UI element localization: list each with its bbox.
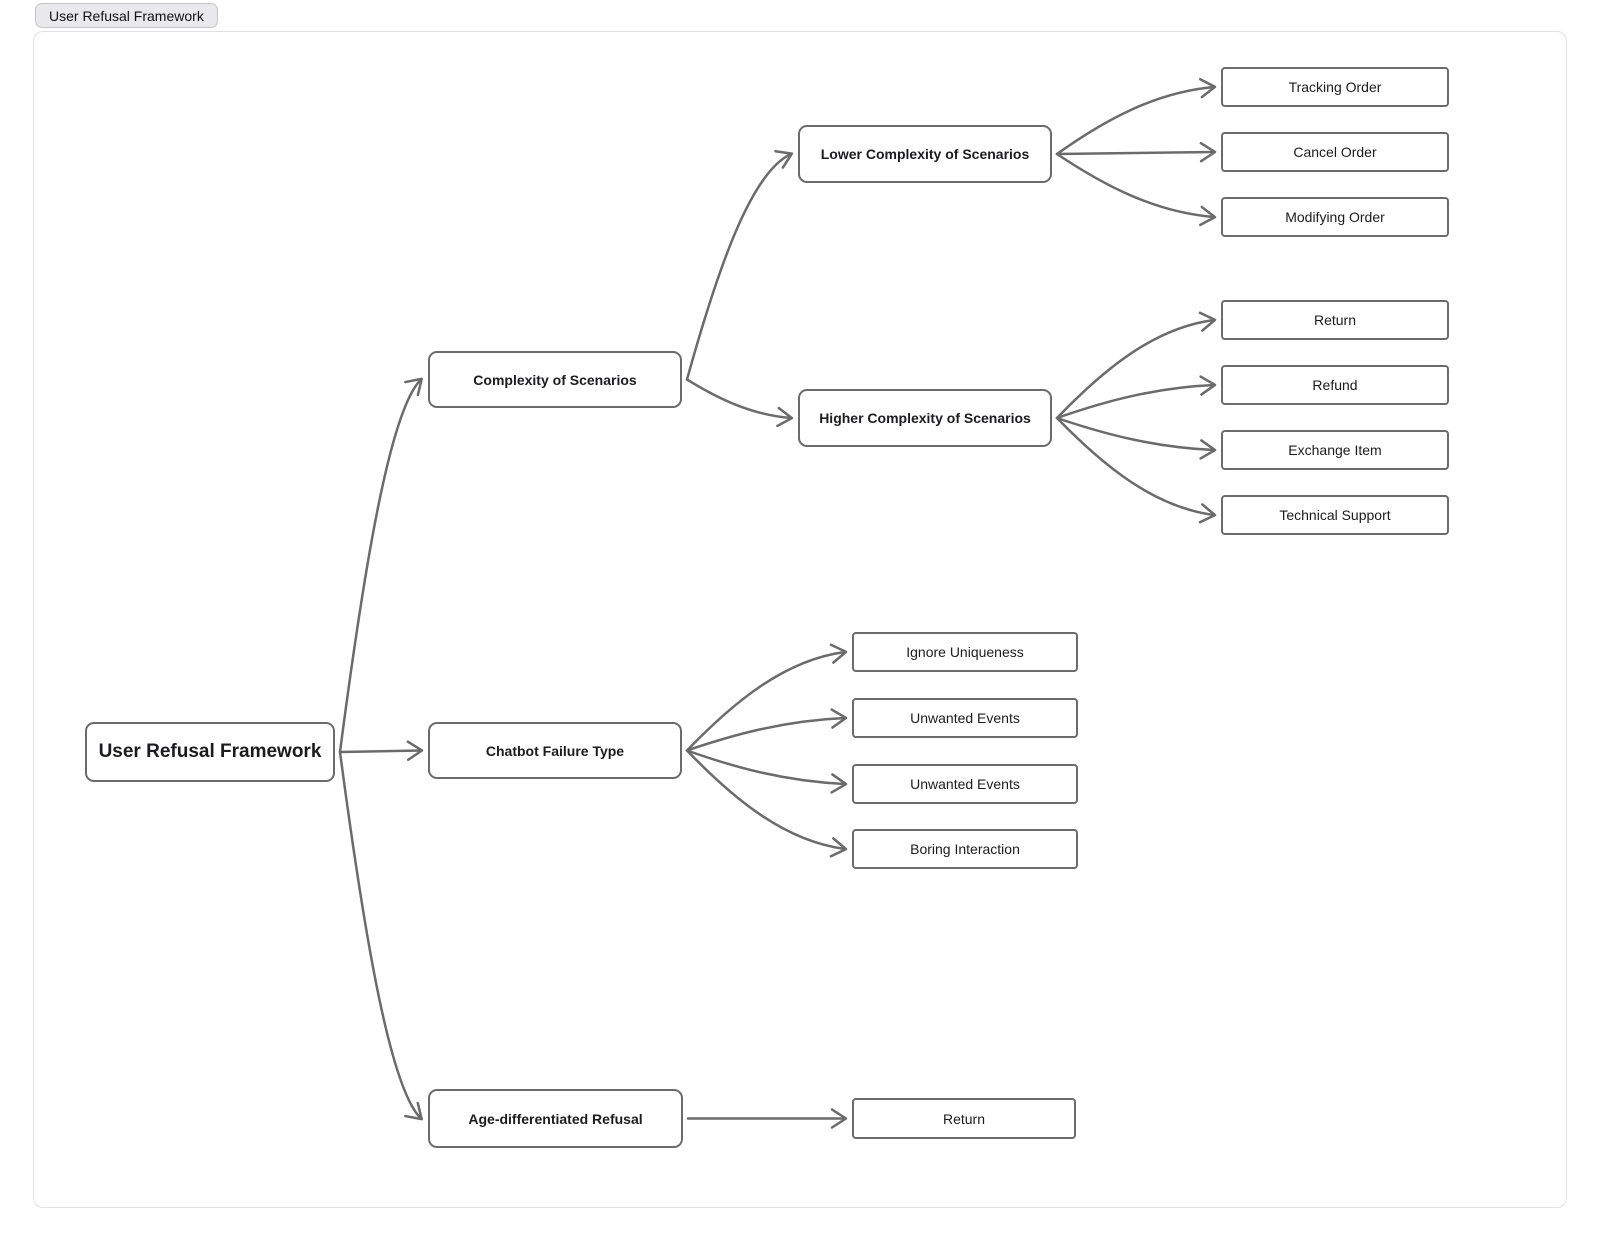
node-refund[interactable]: Refund bbox=[1221, 365, 1449, 405]
node-higher[interactable]: Higher Complexity of Scenarios bbox=[798, 389, 1052, 447]
node-label: Refund bbox=[1312, 377, 1358, 393]
node-exchange[interactable]: Exchange Item bbox=[1221, 430, 1449, 470]
node-label: Unwanted Events bbox=[910, 776, 1020, 792]
node-modifying[interactable]: Modifying Order bbox=[1221, 197, 1449, 237]
node-root[interactable]: User Refusal Framework bbox=[85, 722, 335, 782]
node-label: User Refusal Framework bbox=[98, 741, 322, 762]
node-label: Return bbox=[942, 1110, 986, 1127]
node-return1[interactable]: Return bbox=[1221, 300, 1449, 340]
node-age[interactable]: Age-differentiated Refusal bbox=[428, 1089, 683, 1148]
node-unwanted1[interactable]: Unwanted Events bbox=[852, 698, 1078, 738]
node-label: Ignore Uniqueness bbox=[906, 644, 1024, 660]
diagram-tab-label: User Refusal Framework bbox=[49, 7, 204, 24]
node-tracking[interactable]: Tracking Order bbox=[1221, 67, 1449, 107]
node-label: Tracking Order bbox=[1288, 79, 1382, 95]
node-lower[interactable]: Lower Complexity of Scenarios bbox=[798, 125, 1052, 183]
node-label: Boring Interaction bbox=[910, 841, 1020, 857]
node-label: Exchange Item bbox=[1288, 442, 1382, 458]
node-cancel[interactable]: Cancel Order bbox=[1221, 132, 1449, 172]
node-complexity[interactable]: Complexity of Scenarios bbox=[428, 351, 682, 408]
node-boring[interactable]: Boring Interaction bbox=[852, 829, 1078, 869]
node-label: Lower Complexity of Scenarios bbox=[820, 146, 1030, 162]
node-label: Higher Complexity of Scenarios bbox=[819, 410, 1031, 426]
diagram-tab[interactable]: User Refusal Framework bbox=[35, 3, 218, 28]
node-label: Complexity of Scenarios bbox=[473, 371, 637, 388]
node-return2[interactable]: Return bbox=[852, 1098, 1076, 1139]
node-technical[interactable]: Technical Support bbox=[1221, 495, 1449, 535]
node-ignore[interactable]: Ignore Uniqueness bbox=[852, 632, 1078, 672]
node-label: Cancel Order bbox=[1293, 144, 1377, 160]
node-label: Age-differentiated Refusal bbox=[468, 1110, 643, 1127]
node-label: Unwanted Events bbox=[910, 710, 1020, 726]
node-unwanted2[interactable]: Unwanted Events bbox=[852, 764, 1078, 804]
node-label: Modifying Order bbox=[1285, 209, 1385, 225]
node-label: Chatbot Failure Type bbox=[485, 742, 625, 759]
node-label: Return bbox=[1313, 312, 1357, 328]
node-chatbot[interactable]: Chatbot Failure Type bbox=[428, 722, 682, 779]
node-label: Technical Support bbox=[1279, 507, 1391, 523]
